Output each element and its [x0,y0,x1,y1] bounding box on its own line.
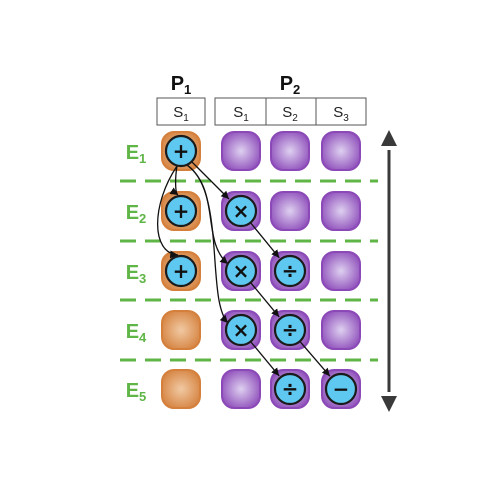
dependency-arrow-add-1-to-add-3 [156,165,179,259]
operation-symbol: + [173,139,190,163]
operations-layer: + + + × × × ÷ ÷ ÷ − [164,134,358,406]
dependency-arrow-mul-2-to-div-3 [249,222,280,259]
operation-mul-3: × [224,254,258,288]
operation-node [224,313,258,347]
operation-div-3: ÷ [273,254,307,288]
slot-cell-p2-s3-e2 [321,191,361,231]
slot-cell-p2-s3-e3 [321,251,361,291]
operation-node [224,254,258,288]
epoch-label-e3: E3 [126,262,147,286]
operation-symbol: + [173,259,190,283]
slot-cell-p1-s1-e4 [161,310,201,350]
operation-node [164,254,198,288]
operation-div-5: ÷ [273,372,307,406]
epoch-label-e3-subscript: 3 [139,271,146,286]
operation-symbol: ÷ [282,318,299,342]
operation-symbol: − [333,377,350,401]
operation-symbol: + [173,199,190,223]
epoch-label-e3-main: E [126,262,139,284]
epoch-label-e2-subscript: 2 [139,211,146,226]
slot-cell-p1-s1-e5 [161,369,201,409]
operation-symbol: ÷ [282,259,299,283]
dependency-arrow-mul-4-to-div-5 [250,341,280,377]
epoch-label-e1-main: E [126,142,139,164]
operation-mul-2: × [224,194,258,228]
slot-header-p1-s1-main: S [173,104,183,121]
operation-add-2: + [164,194,198,228]
operation-node [164,134,198,168]
operation-add-1: + [164,134,198,168]
operation-div-4: ÷ [273,313,307,347]
operation-symbol: ÷ [282,377,299,401]
operation-node [273,254,307,288]
operation-node [324,372,358,406]
slot-cell-p2-s3-e4 [321,310,361,350]
slot-header-p2-s1-main: S [233,104,243,121]
epoch-label-e4-subscript: 4 [139,330,147,345]
epoch-label-e2-main: E [126,202,139,224]
slot-header-p2-s1: S1 [233,104,249,124]
time-axis-down-arrowhead [381,396,397,412]
epoch-label-e5-subscript: 5 [139,389,146,404]
processor-header-p1: P1 [171,73,192,97]
epoch-label-e4-main: E [126,321,139,343]
time-axis-layer [381,130,397,412]
dependency-arrow-div-4-to-sub-5 [299,340,331,377]
slot-header-p2-s2-subscript: 2 [292,113,298,124]
operation-add-3: + [164,254,198,288]
slot-header-p2-s3-main: S [333,104,343,121]
operation-symbol: × [233,259,250,283]
slot-header-p2-s2-main: S [282,104,292,121]
processor-header-p2-main: P [280,73,293,95]
operation-symbol: × [233,199,250,223]
operation-node [273,372,307,406]
processor-header-p1-main: P [171,73,184,95]
processor-header-p2: P2 [280,73,301,97]
dependency-arrow-add-1-to-add-2 [169,165,179,196]
operation-node [273,313,307,347]
slot-cell-p2-s1-e1 [221,131,261,171]
slot-header-box-p1 [156,97,206,126]
epoch-label-e4: E4 [126,321,147,345]
epoch-label-e2: E2 [126,202,147,226]
time-axis-up-arrowhead [381,130,397,146]
slot-cell-p2-s1-e5 [221,369,261,409]
dependency-arrows-layer [156,161,331,377]
dependency-arrow-mul-3-to-div-4 [250,282,280,318]
operation-node [164,194,198,228]
slot-cell-p2-s2-e2 [270,191,310,231]
slot-header-p1-s1-subscript: 1 [183,113,189,124]
operation-mul-4: × [224,313,258,347]
slot-cell-p2-s2-e1 [270,131,310,171]
slot-header-box-p2 [214,97,367,126]
operation-sub-5: − [324,372,358,406]
epoch-label-e1-subscript: 1 [139,151,146,166]
epoch-dividers-layer [120,179,378,362]
epoch-label-e1: E1 [126,142,147,166]
slot-header-p2-s3-subscript: 3 [343,113,349,124]
slot-header-p1-s1: S1 [173,104,189,124]
slot-header-p2-s3: S3 [333,104,349,124]
slot-header-p2-s1-subscript: 1 [243,113,249,124]
operation-symbol: × [233,318,250,342]
slot-cell-p2-s3-e1 [321,131,361,171]
operation-node [224,194,258,228]
epoch-label-e5-main: E [126,380,139,402]
dependency-arrow-add-1-to-mul-4 [186,164,229,324]
processor-header-p2-subscript: 2 [293,82,300,97]
dependency-arrow-add-1-to-mul-2 [191,161,230,200]
processor-header-p1-subscript: 1 [184,82,191,97]
epoch-label-e5: E5 [126,380,147,404]
slot-header-p2-s2: S2 [282,104,298,124]
